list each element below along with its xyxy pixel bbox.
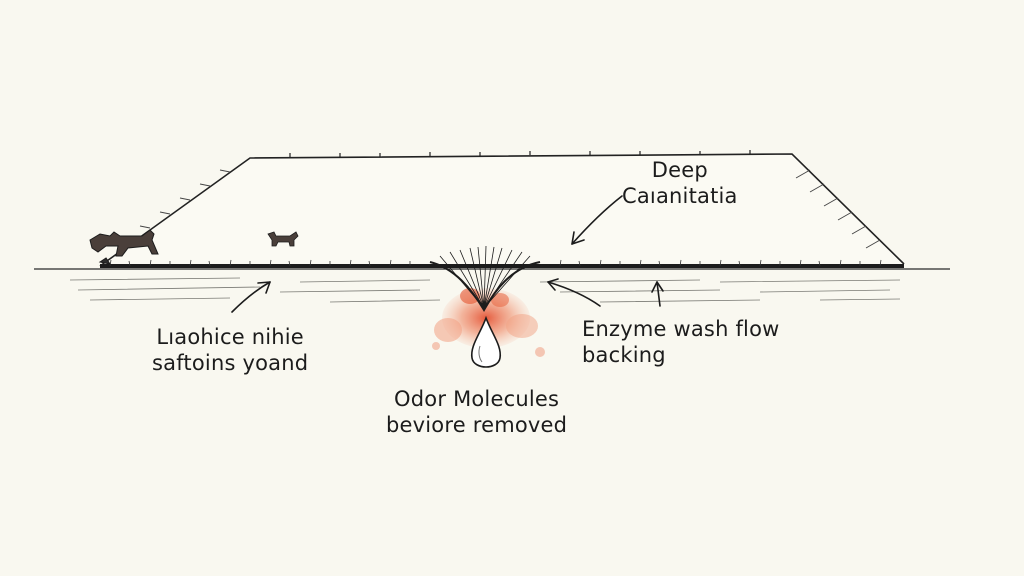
carpet-slab (99, 150, 905, 268)
enzyme-label-line1: Enzyme wash flow (582, 317, 780, 341)
arrows (231, 195, 664, 313)
droplet-icon (470, 315, 502, 368)
carpet-fold (429, 245, 541, 312)
deep-label-line1: Deep (651, 158, 708, 182)
arrow-right-2 (651, 281, 664, 307)
enzyme-label: Enzyme wash flow backing (582, 316, 780, 368)
left-label-line1: Lıaohice nihie (156, 325, 304, 349)
odor-label: Odor Molecules beviore removed (386, 386, 567, 438)
small-dog-icon (267, 231, 299, 247)
left-label: Lıaohice nihie saftoins yoand (152, 324, 308, 376)
deep-label-line2: Caıanitatia (622, 184, 738, 208)
arrow-deep (571, 195, 623, 245)
deep-label: Deep Caıanitatia (622, 157, 738, 209)
arrow-right-1 (547, 278, 601, 307)
left-label-line2: saftoins yoand (152, 351, 309, 375)
subfloor-hatching (69, 277, 901, 303)
odor-label-line1: Odor Molecules (394, 387, 560, 411)
arrow-left (231, 281, 271, 313)
odor-label-line2: beviore removed (386, 413, 568, 437)
dog-icon (89, 229, 159, 265)
enzyme-label-line2: backing (582, 343, 666, 367)
